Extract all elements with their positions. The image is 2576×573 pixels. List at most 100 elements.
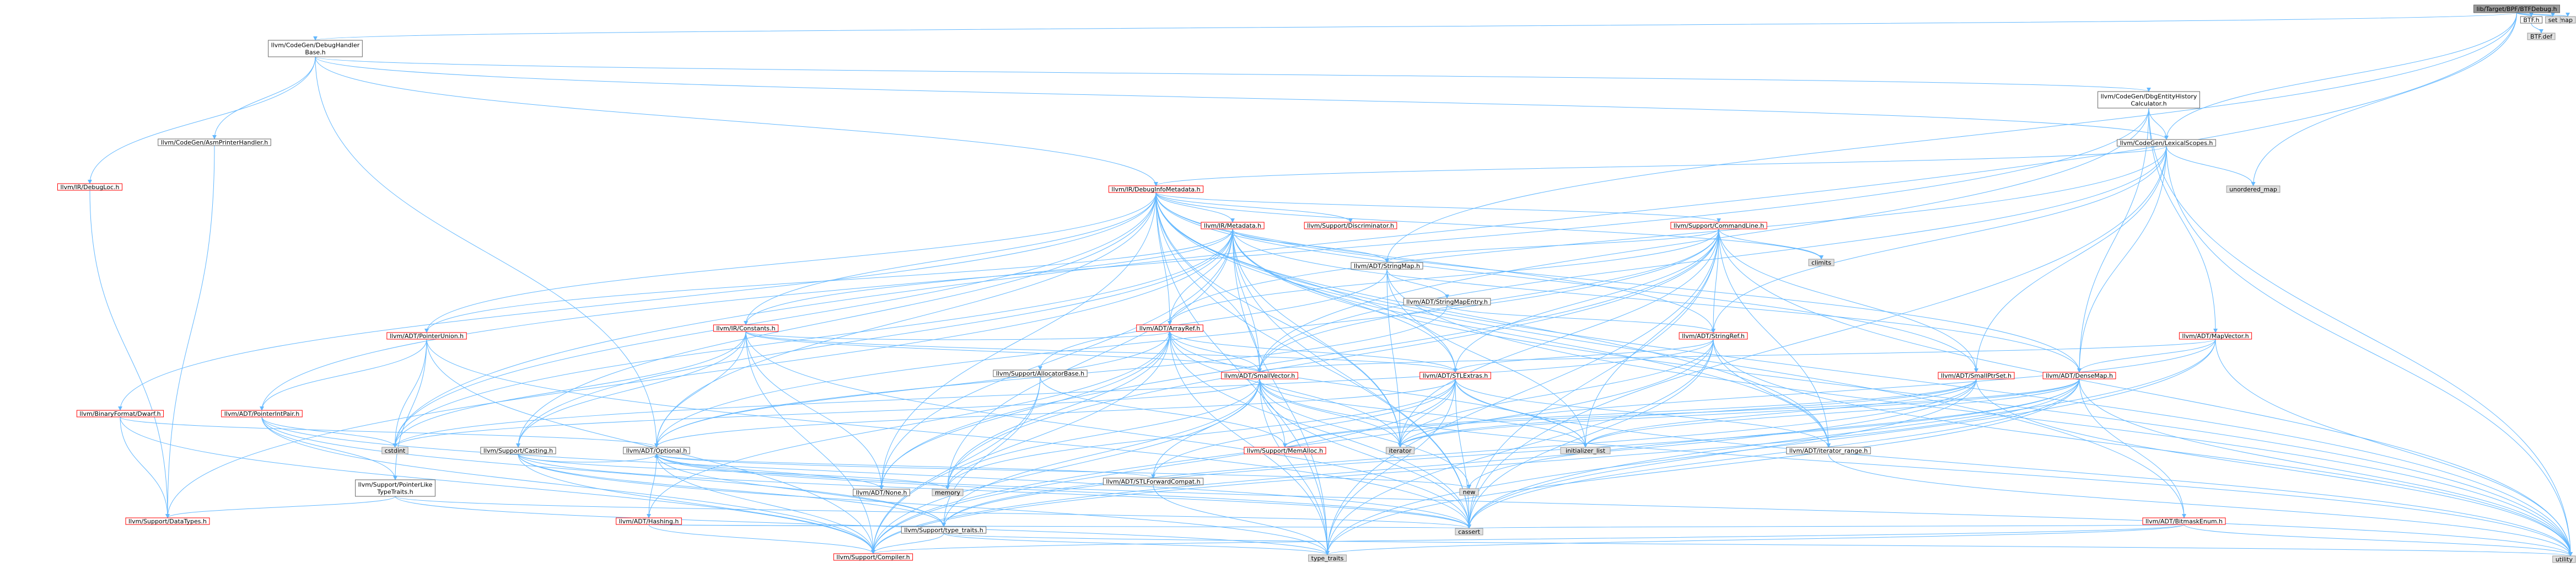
edge-cmdline-to-iter_range xyxy=(1718,228,1831,448)
node-label: llvm/ADT/Optional.h xyxy=(626,447,687,454)
node-cmdline[interactable]: llvm/Support/CommandLine.h xyxy=(1670,222,1767,229)
edge-string_map-to-utility xyxy=(1386,269,2573,556)
edge-ptr_int_pair-to-cassert xyxy=(261,416,1471,529)
edge-cmdline-to-none xyxy=(879,228,1719,490)
node-dbg-meta[interactable]: llvm/IR/DebugInfoMetadata.h xyxy=(1108,185,1204,193)
edge-dbg_meta-to-constants xyxy=(744,192,1157,325)
node-label: llvm/BinaryFormat/Dwarf.h xyxy=(79,410,160,417)
node-label: climits xyxy=(1811,259,1831,266)
node-discrim[interactable]: llvm/Support/Discriminator.h xyxy=(1304,222,1397,229)
node-climits: climits xyxy=(1808,259,1835,266)
edge-array_ref-to-type_traits xyxy=(1169,331,1330,555)
edge-cmdline-to-init_list xyxy=(1583,228,1719,448)
node-btf-h[interactable]: BTF.h xyxy=(2520,16,2543,24)
node-string-ref[interactable]: llvm/ADT/StringRef.h xyxy=(1679,332,1748,340)
node-label: set xyxy=(2548,17,2558,24)
node-label: iterator xyxy=(1389,447,1412,454)
node-label: llvm/IR/Metadata.h xyxy=(1204,222,1261,229)
node-label: cstdint xyxy=(385,447,406,454)
node-map-vector[interactable]: llvm/ADT/MapVector.h xyxy=(2179,332,2252,340)
node-optional[interactable]: llvm/ADT/Optional.h xyxy=(623,447,690,454)
edge-casting-to-cassert xyxy=(518,453,1471,529)
edge-dbg_hist-to-utility xyxy=(2148,108,2573,556)
node-stl-fwd[interactable]: llvm/ADT/STLForwardCompat.h xyxy=(1103,478,1204,485)
edge-dense_map-to-memalloc xyxy=(1283,378,2080,448)
edge-cmdline-to-climits xyxy=(1718,228,1824,260)
node-small-ptr-set[interactable]: llvm/ADT/SmallPtrSet.h xyxy=(1938,372,2015,379)
node-data-types[interactable]: llvm/Support/DataTypes.h xyxy=(125,517,210,525)
node-label: llvm/CodeGen/DbgEntityHistory xyxy=(2101,93,2197,100)
node-box xyxy=(2527,33,2556,40)
edge-ptr_union-to-ptr_int_pair xyxy=(260,339,427,411)
node-iter-range[interactable]: llvm/ADT/iterator_range.h xyxy=(1786,447,1871,454)
edge-asm_handler-to-data_types xyxy=(165,145,215,518)
node-array-ref[interactable]: llvm/ADT/ArrayRef.h xyxy=(1136,324,1203,332)
node-label: llvm/ADT/BitmaskEnum.h xyxy=(2145,518,2223,525)
edge-dbg_meta-to-optional xyxy=(654,192,1157,448)
node-box xyxy=(381,447,408,454)
edge-cmdline-to-utility xyxy=(1718,228,2573,556)
edge-lex_scopes-to-unordered_map xyxy=(2166,146,2256,186)
node-ptr-int-pair[interactable]: llvm/ADT/PointerIntPair.h xyxy=(221,410,303,417)
edge-ptr_like-to-data_types xyxy=(165,496,396,518)
node-label: llvm/Support/MemAlloc.h xyxy=(1247,447,1323,454)
node-binfmt-dwarf[interactable]: llvm/BinaryFormat/Dwarf.h xyxy=(76,410,164,417)
node-label: llvm/Support/CommandLine.h xyxy=(1674,222,1764,229)
edge-metadata-to-array_ref xyxy=(1168,228,1233,325)
node-dbg-hist[interactable]: llvm/CodeGen/DbgEntityHistoryCalculator.… xyxy=(2098,91,2200,109)
edge-cmdline-to-small_ptr_set xyxy=(1718,228,1978,373)
edge-string_ref-to-iterator xyxy=(1398,339,1714,448)
edge-small_vector-to-init_list xyxy=(1259,378,1588,448)
edge-dbg_meta-to-metadata xyxy=(1155,192,1235,223)
node-casting[interactable]: llvm/Support/Casting.h xyxy=(480,447,556,454)
node-label: llvm/ADT/None.h xyxy=(856,489,907,496)
node-alloc-base[interactable]: llvm/Support/AllocatorBase.h xyxy=(993,369,1088,377)
edge-binfmt_dwarf-to-compiler xyxy=(120,416,875,554)
node-new: new xyxy=(1459,488,1479,496)
edge-small_vector-to-type_traits_llvm xyxy=(942,378,1260,527)
node-constants[interactable]: llvm/IR/Constants.h xyxy=(713,324,779,332)
node-asm-handler[interactable]: llvm/CodeGen/AsmPrinterHandler.h xyxy=(158,138,271,146)
node-compiler[interactable]: llvm/Support/Compiler.h xyxy=(833,553,913,561)
edge-dbg_meta-to-none xyxy=(879,192,1157,490)
node-string-map[interactable]: llvm/ADT/StringMap.h xyxy=(1351,262,1423,270)
node-type-traits-llvm[interactable]: llvm/Support/type_traits.h xyxy=(901,526,987,534)
node-hashing[interactable]: llvm/ADT/Hashing.h xyxy=(616,517,682,525)
edge-array_ref-to-memory xyxy=(945,331,1170,490)
edge-root-to-btf_h xyxy=(2516,12,2534,17)
edge-stl_extras-to-iter_range xyxy=(1455,378,1831,448)
node-none[interactable]: llvm/ADT/None.h xyxy=(853,489,910,496)
node-memalloc[interactable]: llvm/Support/MemAlloc.h xyxy=(1244,447,1326,454)
node-ptr-union[interactable]: llvm/ADT/PointerUnion.h xyxy=(386,332,467,340)
node-utility: utility xyxy=(2552,555,2576,563)
edge-constants-to-small_vector xyxy=(745,331,1262,373)
node-metadata[interactable]: llvm/IR/Metadata.h xyxy=(1201,222,1265,229)
edge-cmdline-to-stl_extras xyxy=(1453,228,1719,373)
node-stl-extras[interactable]: llvm/ADT/STLExtras.h xyxy=(1419,372,1491,379)
node-bitmask-enum[interactable]: llvm/ADT/BitmaskEnum.h xyxy=(2142,517,2226,525)
node-map: map xyxy=(2556,16,2576,24)
edge-metadata-to-cstdint xyxy=(392,228,1233,448)
node-box xyxy=(1670,222,1767,229)
node-dbg-loc[interactable]: llvm/IR/DebugLoc.h xyxy=(57,183,122,191)
node-dense-map[interactable]: llvm/ADT/DenseMap.h xyxy=(2042,372,2116,379)
node-small-vector[interactable]: llvm/ADT/SmallVector.h xyxy=(1221,372,1298,379)
node-box xyxy=(57,183,122,191)
edge-metadata-to-type_traits xyxy=(1232,228,1330,555)
node-label: llvm/Support/type_traits.h xyxy=(904,527,983,534)
edge-bitmask_enum-to-compiler xyxy=(871,524,2185,554)
edge-dense_map-to-cassert xyxy=(1467,378,2080,529)
node-box xyxy=(76,410,164,417)
node-lex-scopes[interactable]: llvm/CodeGen/LexicalScopes.h xyxy=(2117,139,2216,147)
node-label: llvm/ADT/STLForwardCompat.h xyxy=(1106,478,1200,485)
node-box xyxy=(1386,447,1415,454)
edge-ptr_union-to-cstdint xyxy=(392,339,427,448)
edge-dense_map-to-type_traits xyxy=(1325,378,2080,555)
edge-lex_scopes-to-small_ptr_set xyxy=(1974,146,2167,373)
edge-dbg_meta-to-cassert xyxy=(1155,192,1471,529)
node-box xyxy=(2226,185,2281,193)
node-box xyxy=(1201,222,1265,229)
node-string-map-entry[interactable]: llvm/ADT/StringMapEntry.h xyxy=(1403,298,1491,306)
